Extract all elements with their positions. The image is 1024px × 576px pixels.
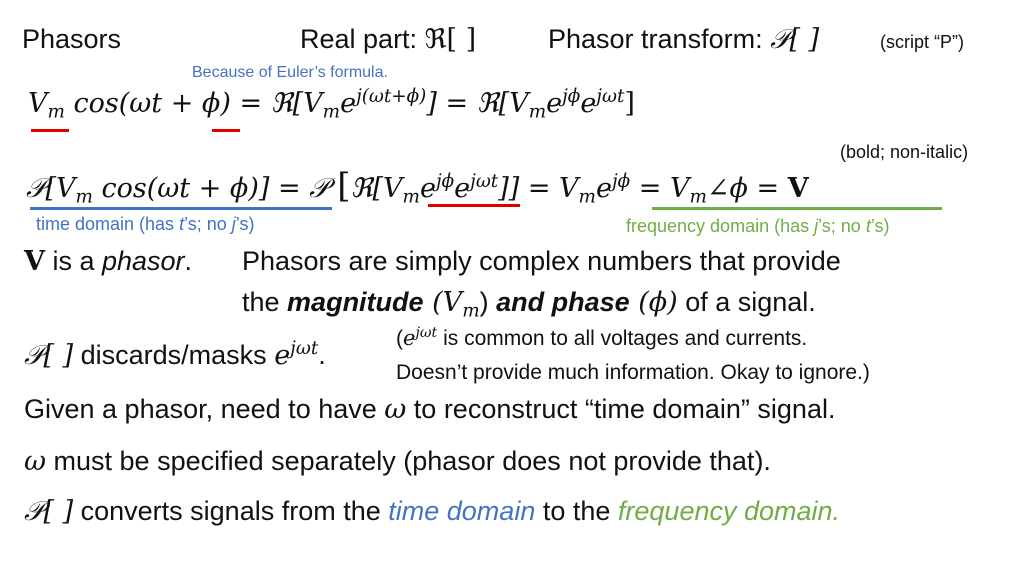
converts-line: 𝒫[ ] converts signals from the time doma…: [24, 496, 840, 528]
phasor-transform-label: Phasor transform:: [548, 24, 763, 54]
converts-symbol: 𝒫[ ]: [24, 496, 74, 527]
omega-line: ω must be specified separately (phasor d…: [24, 446, 771, 477]
discards-text: discards/masks: [73, 340, 275, 370]
eq2-e3: e: [595, 173, 612, 204]
eq1-rhs-e2: e: [580, 88, 597, 119]
time-domain-label-post: ’s): [235, 214, 255, 234]
eq2-sub1: m: [75, 186, 93, 208]
real-part-heading: Real part: ℜ[ ]: [300, 24, 476, 55]
eq2-sub2: m: [402, 186, 420, 208]
discards-dot: .: [318, 340, 326, 370]
phasors-line-1: Phasors are simply complex numbers that …: [242, 246, 841, 276]
frequency-domain-label: frequency domain (has j’s; no t’s): [626, 216, 890, 237]
eq1-rhs-e1: e: [546, 88, 563, 119]
vm-open: (V: [423, 287, 463, 318]
vm-ejphi-underline-red: [428, 204, 520, 207]
time-domain-label-mid: ’s; no: [184, 214, 232, 234]
equation-1: Vm cos(ωt + ϕ) = ℜ[Vmej(ωt+ϕ)] = ℜ[Vmejϕ…: [28, 85, 635, 121]
freq-domain-label-post: ’s): [870, 216, 890, 236]
time-domain-word: time domain: [388, 496, 536, 526]
freq-domain-label-mid: ’s; no: [818, 216, 866, 236]
magnitude-word: magnitude: [287, 287, 424, 317]
eq1-mid-sup: j(ωt+ϕ): [356, 85, 427, 107]
eq2-sup1: jϕ: [435, 170, 455, 192]
line2-pre: the: [242, 287, 288, 317]
eq2-sub3: m: [578, 186, 596, 208]
paren-sup: jωt: [415, 325, 438, 342]
eq1-rhs-sub: m: [528, 101, 547, 123]
page-title: Phasors: [22, 24, 122, 54]
paren-e: e: [403, 326, 416, 350]
eq1-vm-sub: m: [47, 101, 65, 123]
time-domain-label-t: t: [179, 214, 185, 234]
discards-e: e: [274, 340, 291, 371]
given-pre: Given a phasor, need to have: [24, 394, 385, 424]
discards-symbol: 𝒫[ ]: [24, 340, 74, 371]
v-is-phasor: V is a phasor.: [24, 246, 192, 277]
time-domain-underline: [30, 207, 332, 210]
eq1-lhs-rest: cos(ωt + ϕ) = ℜ[V: [64, 88, 323, 119]
phasor-transform-heading: Phasor transform: 𝒫[ ]: [548, 24, 819, 56]
given-post: to reconstruct “time domain” signal.: [406, 394, 836, 424]
eq2-part3: ℜ[V: [350, 173, 403, 204]
eq1-mid-rest: ] = ℜ[V: [426, 88, 529, 119]
real-part-symbol: ℜ[ ]: [424, 24, 477, 55]
eq1-rhs-close: ]: [624, 88, 635, 119]
given-line: Given a phasor, need to have ω to recons…: [24, 394, 835, 425]
eq2-part1: 𝒫[V: [26, 173, 76, 204]
converts-text: converts signals from the: [73, 496, 389, 526]
bold-note: (bold; non-italic): [840, 142, 969, 162]
vm-sub: m: [462, 300, 480, 322]
eq2-part4: ]] = V: [498, 173, 579, 204]
line2-post: of a signal.: [677, 287, 816, 317]
eq2-sup2: jωt: [470, 170, 499, 192]
paren-note-line-1: (ejωt is common to all voltages and curr…: [396, 326, 807, 351]
eq2-e2: e: [454, 173, 471, 204]
eq2-part6: ∠ϕ =: [706, 173, 788, 204]
phasors-line-2: the magnitude (Vm) and phase (ϕ) of a si…: [242, 287, 816, 320]
and-phase-word: and phase: [496, 287, 630, 317]
frequency-domain-underline: [652, 207, 942, 210]
phasor-transform-symbol: 𝒫[ ]: [770, 24, 820, 55]
phasor-word: phasor: [101, 246, 185, 276]
real-part-label: Real part:: [300, 24, 418, 54]
phi-underline-red: [212, 129, 240, 132]
freq-domain-label-t: t: [865, 216, 871, 236]
paren-rest: is common to all voltages and currents.: [437, 327, 808, 350]
eq2-sup3: jϕ: [611, 170, 631, 192]
eq2-bold-v: V: [787, 173, 809, 204]
script-p-note: (script “P”): [880, 32, 964, 52]
discards-sup: jωt: [290, 337, 319, 359]
euler-note: Because of Euler’s formula.: [192, 64, 388, 81]
paren-open: (: [396, 327, 403, 350]
freq-domain-label-j: j: [814, 216, 819, 236]
time-domain-label: time domain (has t’s; no j’s): [36, 214, 254, 235]
vm-underline-red: [31, 129, 69, 132]
vm-close: ): [479, 287, 497, 317]
frequency-domain-word: frequency domain.: [617, 496, 841, 526]
phasor-v-bold: V: [24, 246, 45, 277]
omega-symbol: ω: [24, 446, 47, 477]
eq1-mid-e: e: [340, 88, 357, 119]
time-domain-label-j: j: [231, 214, 236, 234]
given-omega: ω: [384, 394, 407, 425]
eq1-mid-sub: m: [322, 101, 341, 123]
phasor-period: .: [184, 246, 193, 276]
time-domain-label-pre: time domain (has: [36, 214, 180, 234]
eq2-e1: e: [419, 173, 436, 204]
equation-2: 𝒫[Vm cos(ωt + ϕ)] = 𝒫 [ℜ[Vmejϕejωt]] = V…: [26, 166, 809, 208]
to-the-text: to the: [535, 496, 618, 526]
discards-line: 𝒫[ ] discards/masks ejωt.: [24, 337, 326, 372]
eq1-rhs-sup1: jϕ: [562, 85, 581, 107]
eq2-sub4: m: [689, 186, 707, 208]
eq1-rhs-sup2: jωt: [596, 85, 625, 107]
is-a-text: is a: [44, 246, 102, 276]
eq2-part5: = V: [630, 173, 690, 204]
eq2-part2: cos(ωt + ϕ)] = 𝒫: [92, 173, 338, 204]
paren-note-line-2: Doesn’t provide much information. Okay t…: [396, 361, 870, 384]
omega-text: must be specified separately (phasor doe…: [46, 446, 771, 476]
freq-domain-label-pre: frequency domain (has: [626, 216, 815, 236]
eq1-vm: V: [28, 88, 48, 119]
phi-paren: (ϕ): [629, 287, 678, 318]
